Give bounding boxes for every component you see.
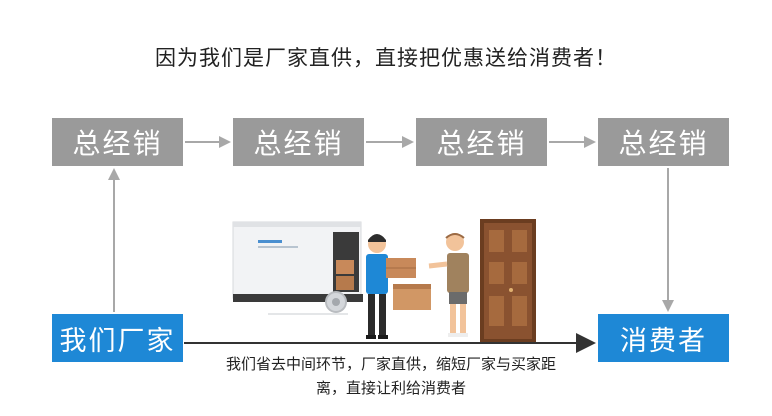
consumer-box: 消费者 [598,314,729,362]
factory-box: 我们厂家 [52,314,183,362]
headline: 因为我们是厂家直供，直接把优惠送给消费者！ [155,46,617,70]
distributor-box-2: 总经销 [233,118,364,166]
customer-illustration [428,233,469,337]
door-illustration [480,219,536,343]
caption-line-2: 离，直接让利给消费者 [315,379,466,397]
caption: 我们省去中间环节，厂家直供，缩短厂家与买家距 离，直接让利给消费者 [188,352,594,400]
distributor-box-3: 总经销 [416,118,547,166]
caption-line-1: 我们省去中间环节，厂家直供，缩短厂家与买家距 [225,355,556,373]
delivery-truck-illustration [232,221,363,315]
distributor-box-4: 总经销 [598,118,729,166]
distributor-box-1: 总经销 [52,118,183,166]
delivery-man-illustration [366,234,431,339]
